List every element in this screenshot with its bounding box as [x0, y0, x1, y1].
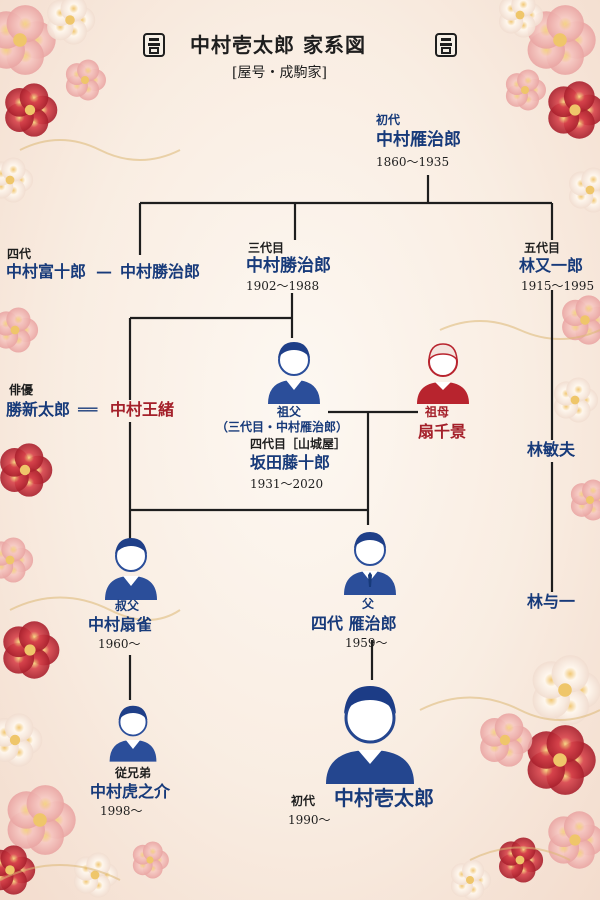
main-years: 1990～ — [288, 813, 331, 827]
godaime-generation: 五代目 — [524, 241, 561, 255]
grandfather-avatar-icon — [264, 336, 324, 404]
father-years: 1959～ — [345, 636, 388, 650]
grandmother-name: 扇千景 — [418, 422, 467, 441]
shodai-top-years: 1860～1935 — [376, 155, 450, 169]
marriage-separator: ══ — [78, 400, 98, 419]
uncle-years: 1960～ — [98, 637, 141, 651]
bin-name: 林敏夫 — [527, 440, 576, 459]
grandfather-generation: 四代目［山城屋］ — [250, 437, 347, 451]
grandmother-avatar-icon — [414, 338, 472, 404]
main-generation: 初代 — [291, 794, 316, 808]
grandmother-role: 祖母 — [425, 405, 450, 419]
page-subtitle: [屋号・成駒家] — [232, 65, 327, 81]
shodai-top-generation: 初代 — [376, 113, 401, 127]
father-avatar-icon — [340, 525, 400, 595]
grandfather-name: 坂田藤十郎 — [250, 453, 331, 472]
main-name: 中村壱太郎 — [334, 786, 434, 810]
yondai-name-a: 中村富十郎 — [6, 262, 87, 281]
yondai-name-b: 中村勝治郎 — [120, 262, 201, 281]
uncle-name: 中村扇雀 — [88, 615, 153, 634]
shodai-top-name: 中村雁治郎 — [376, 130, 461, 150]
cousin-role: 従兄弟 — [115, 766, 152, 780]
grandfather-years: 1931～2020 — [250, 477, 324, 491]
haiyu-generation: 俳優 — [9, 383, 34, 397]
main-avatar-icon — [322, 680, 418, 784]
sandaime-name: 中村勝治郎 — [246, 256, 331, 276]
godaime-name: 林又一郎 — [519, 256, 584, 275]
father-role: 父 — [362, 597, 375, 611]
sandaime-years: 1902～1988 — [246, 279, 320, 293]
haiyu-name: 勝新太郎 — [6, 400, 71, 419]
cousin-avatar-icon — [106, 700, 160, 762]
uncle-avatar-icon — [101, 532, 161, 600]
cousin-name: 中村虎之介 — [90, 782, 171, 801]
grandfather-note: （三代目・中村雁治郎） — [216, 420, 349, 434]
yoichi-name: 林与一 — [527, 592, 576, 611]
yondai-generation: 四代 — [7, 247, 32, 261]
ouo-name: 中村王緒 — [110, 400, 175, 419]
left-crest-icon — [143, 33, 165, 57]
uncle-role: 叔父 — [115, 599, 140, 613]
page-title: 中村壱太郎 家系図 — [190, 33, 366, 57]
grandfather-role: 祖父 — [277, 405, 302, 419]
sandaime-generation: 三代目 — [248, 241, 285, 255]
yondai-separator: — — [96, 262, 112, 281]
godaime-years: 1915～1995 — [521, 279, 595, 293]
cousin-years: 1998～ — [100, 804, 143, 818]
right-crest-icon — [435, 33, 457, 57]
father-name: 四代 雁治郎 — [311, 614, 397, 633]
